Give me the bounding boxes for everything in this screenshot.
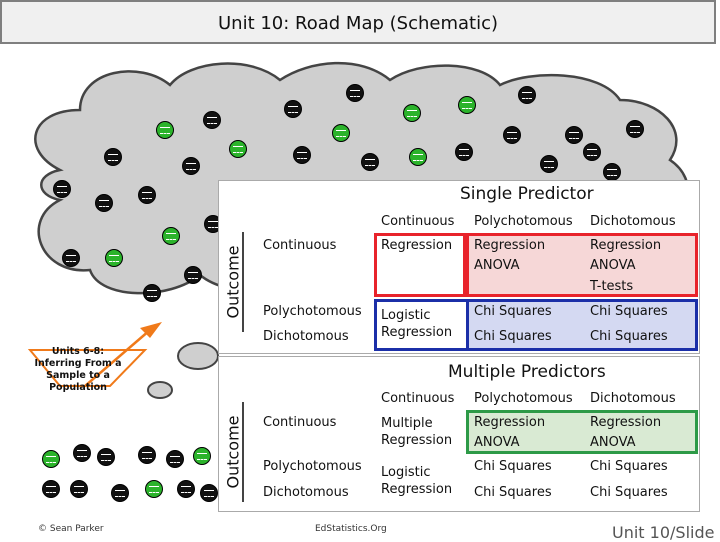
person-icon bbox=[70, 480, 88, 498]
row-header-polychotomous: Polychotomous bbox=[263, 304, 362, 319]
cell-multiple-regression: Multiple Regression bbox=[381, 416, 453, 448]
footer-copyright: © Sean Parker bbox=[38, 524, 104, 534]
cell-chi-squares: Chi Squares bbox=[474, 329, 552, 344]
person-icon bbox=[565, 126, 583, 144]
person-icon bbox=[503, 126, 521, 144]
person-icon bbox=[229, 140, 247, 158]
outcome-label: Outcome bbox=[224, 402, 244, 502]
person-icon bbox=[455, 143, 473, 161]
col-header-polychotomous: Polychotomous bbox=[474, 214, 573, 229]
person-icon bbox=[95, 194, 113, 212]
person-icon bbox=[626, 120, 644, 138]
person-icon bbox=[42, 450, 60, 468]
col-header-dichotomous: Dichotomous bbox=[590, 391, 676, 406]
col-header-polychotomous: Polychotomous bbox=[474, 391, 573, 406]
col-header-continuous: Continuous bbox=[381, 391, 455, 406]
cell-chi-squares: Chi Squares bbox=[474, 459, 552, 474]
col-header-continuous: Continuous bbox=[381, 214, 455, 229]
col-header-dichotomous: Dichotomous bbox=[590, 214, 676, 229]
person-icon bbox=[53, 180, 71, 198]
single-predictor-title: Single Predictor bbox=[460, 184, 594, 204]
outcome-label: Outcome bbox=[224, 232, 244, 332]
person-icon bbox=[332, 124, 350, 142]
person-icon bbox=[184, 266, 202, 284]
person-icon bbox=[138, 186, 156, 204]
person-icon bbox=[458, 96, 476, 114]
person-icon bbox=[166, 450, 184, 468]
person-icon bbox=[603, 163, 621, 181]
person-icon bbox=[111, 484, 129, 502]
cell-chi-squares: Chi Squares bbox=[590, 304, 668, 319]
person-icon bbox=[145, 480, 163, 498]
highlight-red bbox=[374, 233, 466, 297]
cell-regression-anova: Regression ANOVA bbox=[474, 238, 546, 273]
person-icon bbox=[62, 249, 80, 267]
cell-chi-squares: Chi Squares bbox=[590, 329, 668, 344]
row-header-dichotomous: Dichotomous bbox=[263, 485, 349, 500]
person-icon bbox=[73, 444, 91, 462]
footer-site: EdStatistics.Org bbox=[315, 524, 387, 534]
cell-regression: Regression bbox=[381, 238, 453, 253]
cell-regression-anova: Regression ANOVA bbox=[590, 238, 662, 273]
person-icon bbox=[203, 111, 221, 129]
arrow-label: Units 6-8: Inferring From a Sample to a … bbox=[34, 346, 122, 393]
highlight-pink bbox=[466, 233, 698, 297]
highlight-blue-left bbox=[374, 299, 466, 351]
person-icon bbox=[97, 448, 115, 466]
cell-chi-squares: Chi Squares bbox=[590, 459, 668, 474]
cell-logistic-regression: Logistic Regression bbox=[381, 308, 453, 340]
person-icon bbox=[403, 104, 421, 122]
row-header-dichotomous: Dichotomous bbox=[263, 329, 349, 344]
cell-t-tests: T-tests bbox=[590, 279, 634, 294]
person-icon bbox=[143, 284, 161, 302]
highlight-green bbox=[466, 410, 698, 454]
person-icon bbox=[162, 227, 180, 245]
row-header-polychotomous: Polychotomous bbox=[263, 459, 362, 474]
person-icon bbox=[105, 249, 123, 267]
person-icon bbox=[138, 446, 156, 464]
person-icon bbox=[104, 148, 122, 166]
person-icon bbox=[361, 153, 379, 171]
person-icon bbox=[346, 84, 364, 102]
cell-chi-squares: Chi Squares bbox=[590, 485, 668, 500]
person-icon bbox=[293, 146, 311, 164]
row-header-continuous: Continuous bbox=[263, 238, 337, 253]
person-icon bbox=[284, 100, 302, 118]
cell-logistic-regression: Logistic Regression bbox=[381, 465, 453, 497]
footer-slide: Unit 10/Slide bbox=[612, 523, 715, 542]
cell-regression-anova: Regression ANOVA bbox=[590, 415, 662, 450]
person-icon bbox=[193, 447, 211, 465]
page-title: Unit 10: Road Map (Schematic) bbox=[217, 13, 499, 34]
row-header-continuous: Continuous bbox=[263, 415, 337, 430]
person-icon bbox=[200, 484, 218, 502]
person-icon bbox=[42, 480, 60, 498]
person-icon bbox=[583, 143, 601, 161]
cell-regression-anova: Regression ANOVA bbox=[474, 415, 546, 450]
person-icon bbox=[156, 121, 174, 139]
person-icon bbox=[409, 148, 427, 166]
multiple-predictors-title: Multiple Predictors bbox=[448, 362, 606, 382]
cell-chi-squares: Chi Squares bbox=[474, 304, 552, 319]
person-icon bbox=[540, 155, 558, 173]
person-icon bbox=[177, 480, 195, 498]
cell-chi-squares: Chi Squares bbox=[474, 485, 552, 500]
person-icon bbox=[518, 86, 536, 104]
highlight-blue bbox=[466, 299, 698, 351]
title-bar: Unit 10: Road Map (Schematic) bbox=[0, 0, 716, 44]
person-icon bbox=[182, 157, 200, 175]
